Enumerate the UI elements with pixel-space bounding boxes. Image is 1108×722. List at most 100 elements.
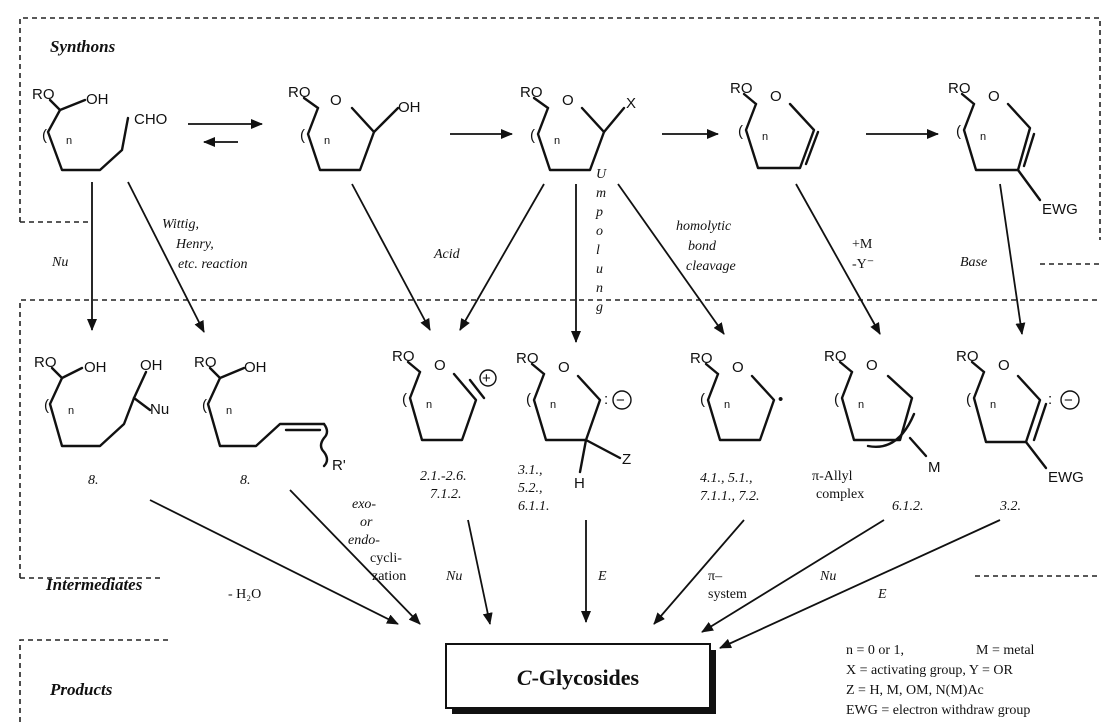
svg-text:O: O: [732, 359, 744, 376]
svg-text:etc. reaction: etc. reaction: [178, 257, 247, 272]
product-title: C-Glycosides: [517, 665, 640, 690]
svg-text:O: O: [558, 359, 570, 376]
svg-text:7.1.2.: 7.1.2.: [430, 487, 462, 502]
svg-text:M = metal: M = metal: [976, 643, 1035, 658]
intermediate-pi-allyl-complex: RO O M ( n: [824, 348, 941, 476]
svg-text:RO: RO: [194, 354, 217, 371]
svg-text:6.1.2.: 6.1.2.: [892, 499, 924, 514]
svg-text:cleavage: cleavage: [686, 259, 736, 274]
svg-text:or: or: [360, 515, 373, 530]
svg-text:−: −: [616, 392, 625, 409]
product-box: C-Glycosides: [445, 643, 716, 714]
svg-text:(: (: [402, 391, 407, 408]
svg-text:O: O: [562, 92, 574, 109]
svg-text:O: O: [988, 88, 1000, 105]
arrow-nu-oxocarbenium: [467, 519, 493, 625]
svg-text:Nu: Nu: [445, 569, 462, 584]
svg-text:X: X: [626, 95, 636, 112]
svg-text:(: (: [530, 127, 535, 144]
svg-text:3.1.,: 3.1.,: [517, 463, 543, 478]
svg-text:EWG = electron withdraw group: EWG = electron withdraw group: [846, 703, 1030, 718]
svg-text:RO: RO: [956, 348, 979, 365]
svg-text:n: n: [596, 281, 603, 296]
arrow-metal: [795, 183, 881, 335]
svg-text:zation: zation: [372, 569, 406, 584]
svg-text:O: O: [998, 357, 1010, 374]
svg-text:Z = H, M, OM, N(M)Ac: Z = H, M, OM, N(M)Ac: [846, 683, 984, 698]
svg-text:endo-: endo-: [348, 533, 380, 548]
svg-text:p: p: [595, 205, 603, 220]
svg-text:RO: RO: [520, 84, 543, 101]
intermediate-alkene: RO OH R' ( n: [194, 354, 346, 474]
svg-text:n: n: [550, 399, 556, 411]
svg-text::: :: [1048, 391, 1052, 408]
svg-text:M: M: [928, 459, 941, 476]
svg-text:O: O: [434, 357, 446, 374]
synthon-glycosyl-donor: RO O X ( n: [520, 84, 636, 172]
synthon-lactol: RO O OH ( n: [288, 84, 421, 172]
svg-text:complex: complex: [816, 487, 864, 502]
arrow-homolytic: [617, 183, 725, 335]
svg-text:Acid: Acid: [433, 247, 461, 262]
arrow-acid-from-donor: [459, 183, 545, 331]
svg-text:system: system: [708, 587, 747, 602]
svg-text:(: (: [966, 391, 971, 408]
svg-text:Nu: Nu: [51, 255, 68, 270]
svg-text:RO: RO: [730, 80, 753, 97]
svg-text:U: U: [596, 167, 607, 182]
svg-text:OH: OH: [398, 99, 421, 116]
svg-text:n: n: [980, 131, 986, 143]
synthon-glycal: RO O ( n: [730, 80, 820, 170]
svg-text:n: n: [554, 135, 560, 147]
svg-text:n: n: [762, 131, 768, 143]
svg-text:O: O: [770, 88, 782, 105]
svg-text:R': R': [332, 457, 346, 474]
svg-text:E: E: [597, 569, 607, 584]
svg-text:(: (: [526, 391, 531, 408]
svg-text:(: (: [956, 123, 961, 140]
svg-text:n: n: [324, 135, 330, 147]
intermediate-glycosyl-radical: RO O • ( n: [690, 350, 783, 442]
svg-text:+: +: [482, 370, 491, 387]
svg-text:4.1., 5.1.,: 4.1., 5.1.,: [700, 471, 753, 486]
svg-text:(: (: [300, 127, 305, 144]
svg-text:E: E: [877, 587, 887, 602]
svg-text:RO: RO: [690, 350, 713, 367]
arrow-pi-system: [653, 519, 745, 625]
svg-text:O: O: [866, 357, 878, 374]
svg-text:+M: +M: [852, 237, 873, 252]
svg-text:homolytic: homolytic: [676, 219, 732, 234]
svg-text:O: O: [330, 92, 342, 109]
svg-text:RO: RO: [34, 354, 57, 371]
svg-text:RO: RO: [32, 86, 55, 103]
svg-text:n: n: [990, 399, 996, 411]
arrow-e-ewg: [719, 519, 1001, 649]
svg-text:π–: π–: [708, 569, 723, 584]
svg-text:n: n: [66, 135, 72, 147]
umpolung-label: U m p o l u n g: [595, 167, 607, 315]
svg-text:RO: RO: [288, 84, 311, 101]
svg-text:CHO: CHO: [134, 111, 167, 128]
intermediate-oxocarbenium: RO O + ( n: [392, 348, 497, 442]
arrow-nu-allyl: [701, 519, 885, 633]
intermediate-ewg-anion: RO O : − EWG ( n: [956, 348, 1084, 486]
svg-text:n: n: [426, 399, 432, 411]
svg-text:RO: RO: [948, 80, 971, 97]
svg-text:Wittig,: Wittig,: [162, 217, 199, 232]
svg-text:m: m: [596, 186, 606, 201]
svg-text:RO: RO: [824, 348, 847, 365]
synthons-label: Synthons: [50, 37, 116, 56]
svg-text:8.: 8.: [88, 473, 99, 488]
svg-text:g: g: [596, 300, 603, 315]
svg-text:(: (: [202, 397, 207, 414]
svg-text:OH: OH: [244, 359, 267, 376]
svg-text:cycli-: cycli-: [370, 551, 402, 566]
svg-text:n: n: [226, 405, 232, 417]
svg-text:OH: OH: [84, 359, 107, 376]
svg-text:RO: RO: [392, 348, 415, 365]
svg-text:3.2.: 3.2.: [999, 499, 1021, 514]
svg-text:6.1.1.: 6.1.1.: [518, 499, 550, 514]
svg-text:OH: OH: [86, 91, 109, 108]
svg-text:X = activating group, Y = OR: X = activating group, Y = OR: [846, 663, 1013, 678]
